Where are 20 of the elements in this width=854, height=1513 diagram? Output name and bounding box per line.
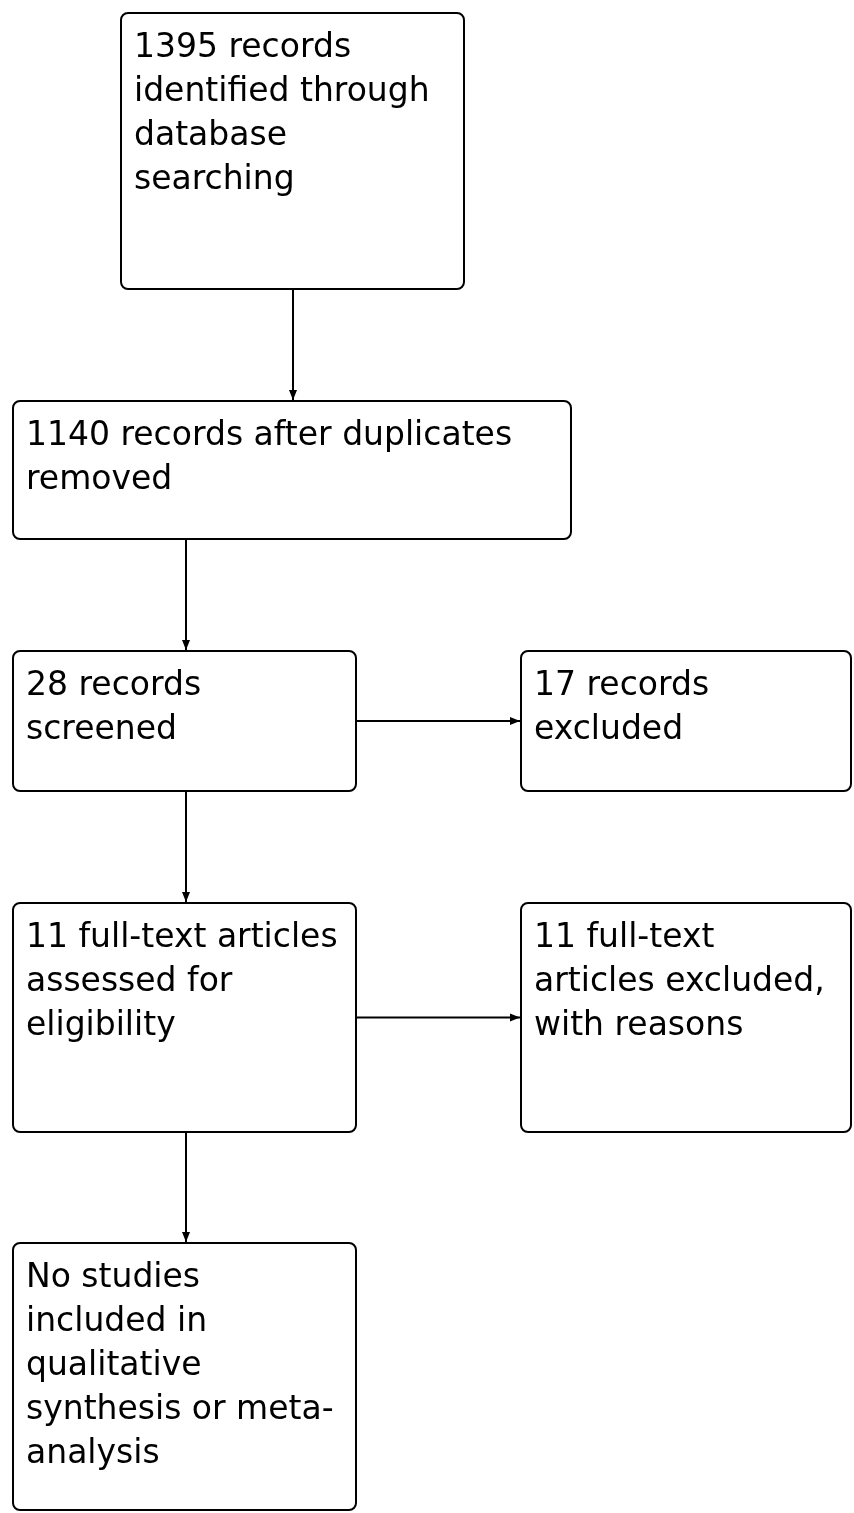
arrow [182,1132,190,1243]
box-text: No studies included in qualitative synthesis or meta-analysis [26,1255,335,1473]
box-text: 28 records screened [26,663,203,749]
arrow [356,1013,521,1022]
process-box [12,902,357,1133]
process-box [520,650,852,792]
box-text: 1395 records identified through database searching [134,25,431,199]
process-box [520,902,852,1133]
process-box [12,400,572,540]
box-text: 1140 records after duplicates removed [26,413,514,499]
box-text: 11 full-text articles excluded, with reasons [534,915,826,1045]
arrow [182,539,190,651]
box-text: 11 full-text articles assessed for eligibility [26,915,339,1045]
box-text: 17 records excluded [534,663,711,749]
process-box [12,1242,357,1511]
process-box [12,650,357,792]
process-box [120,12,465,290]
arrow [289,289,297,401]
arrow [182,791,190,903]
arrow [356,717,521,725]
